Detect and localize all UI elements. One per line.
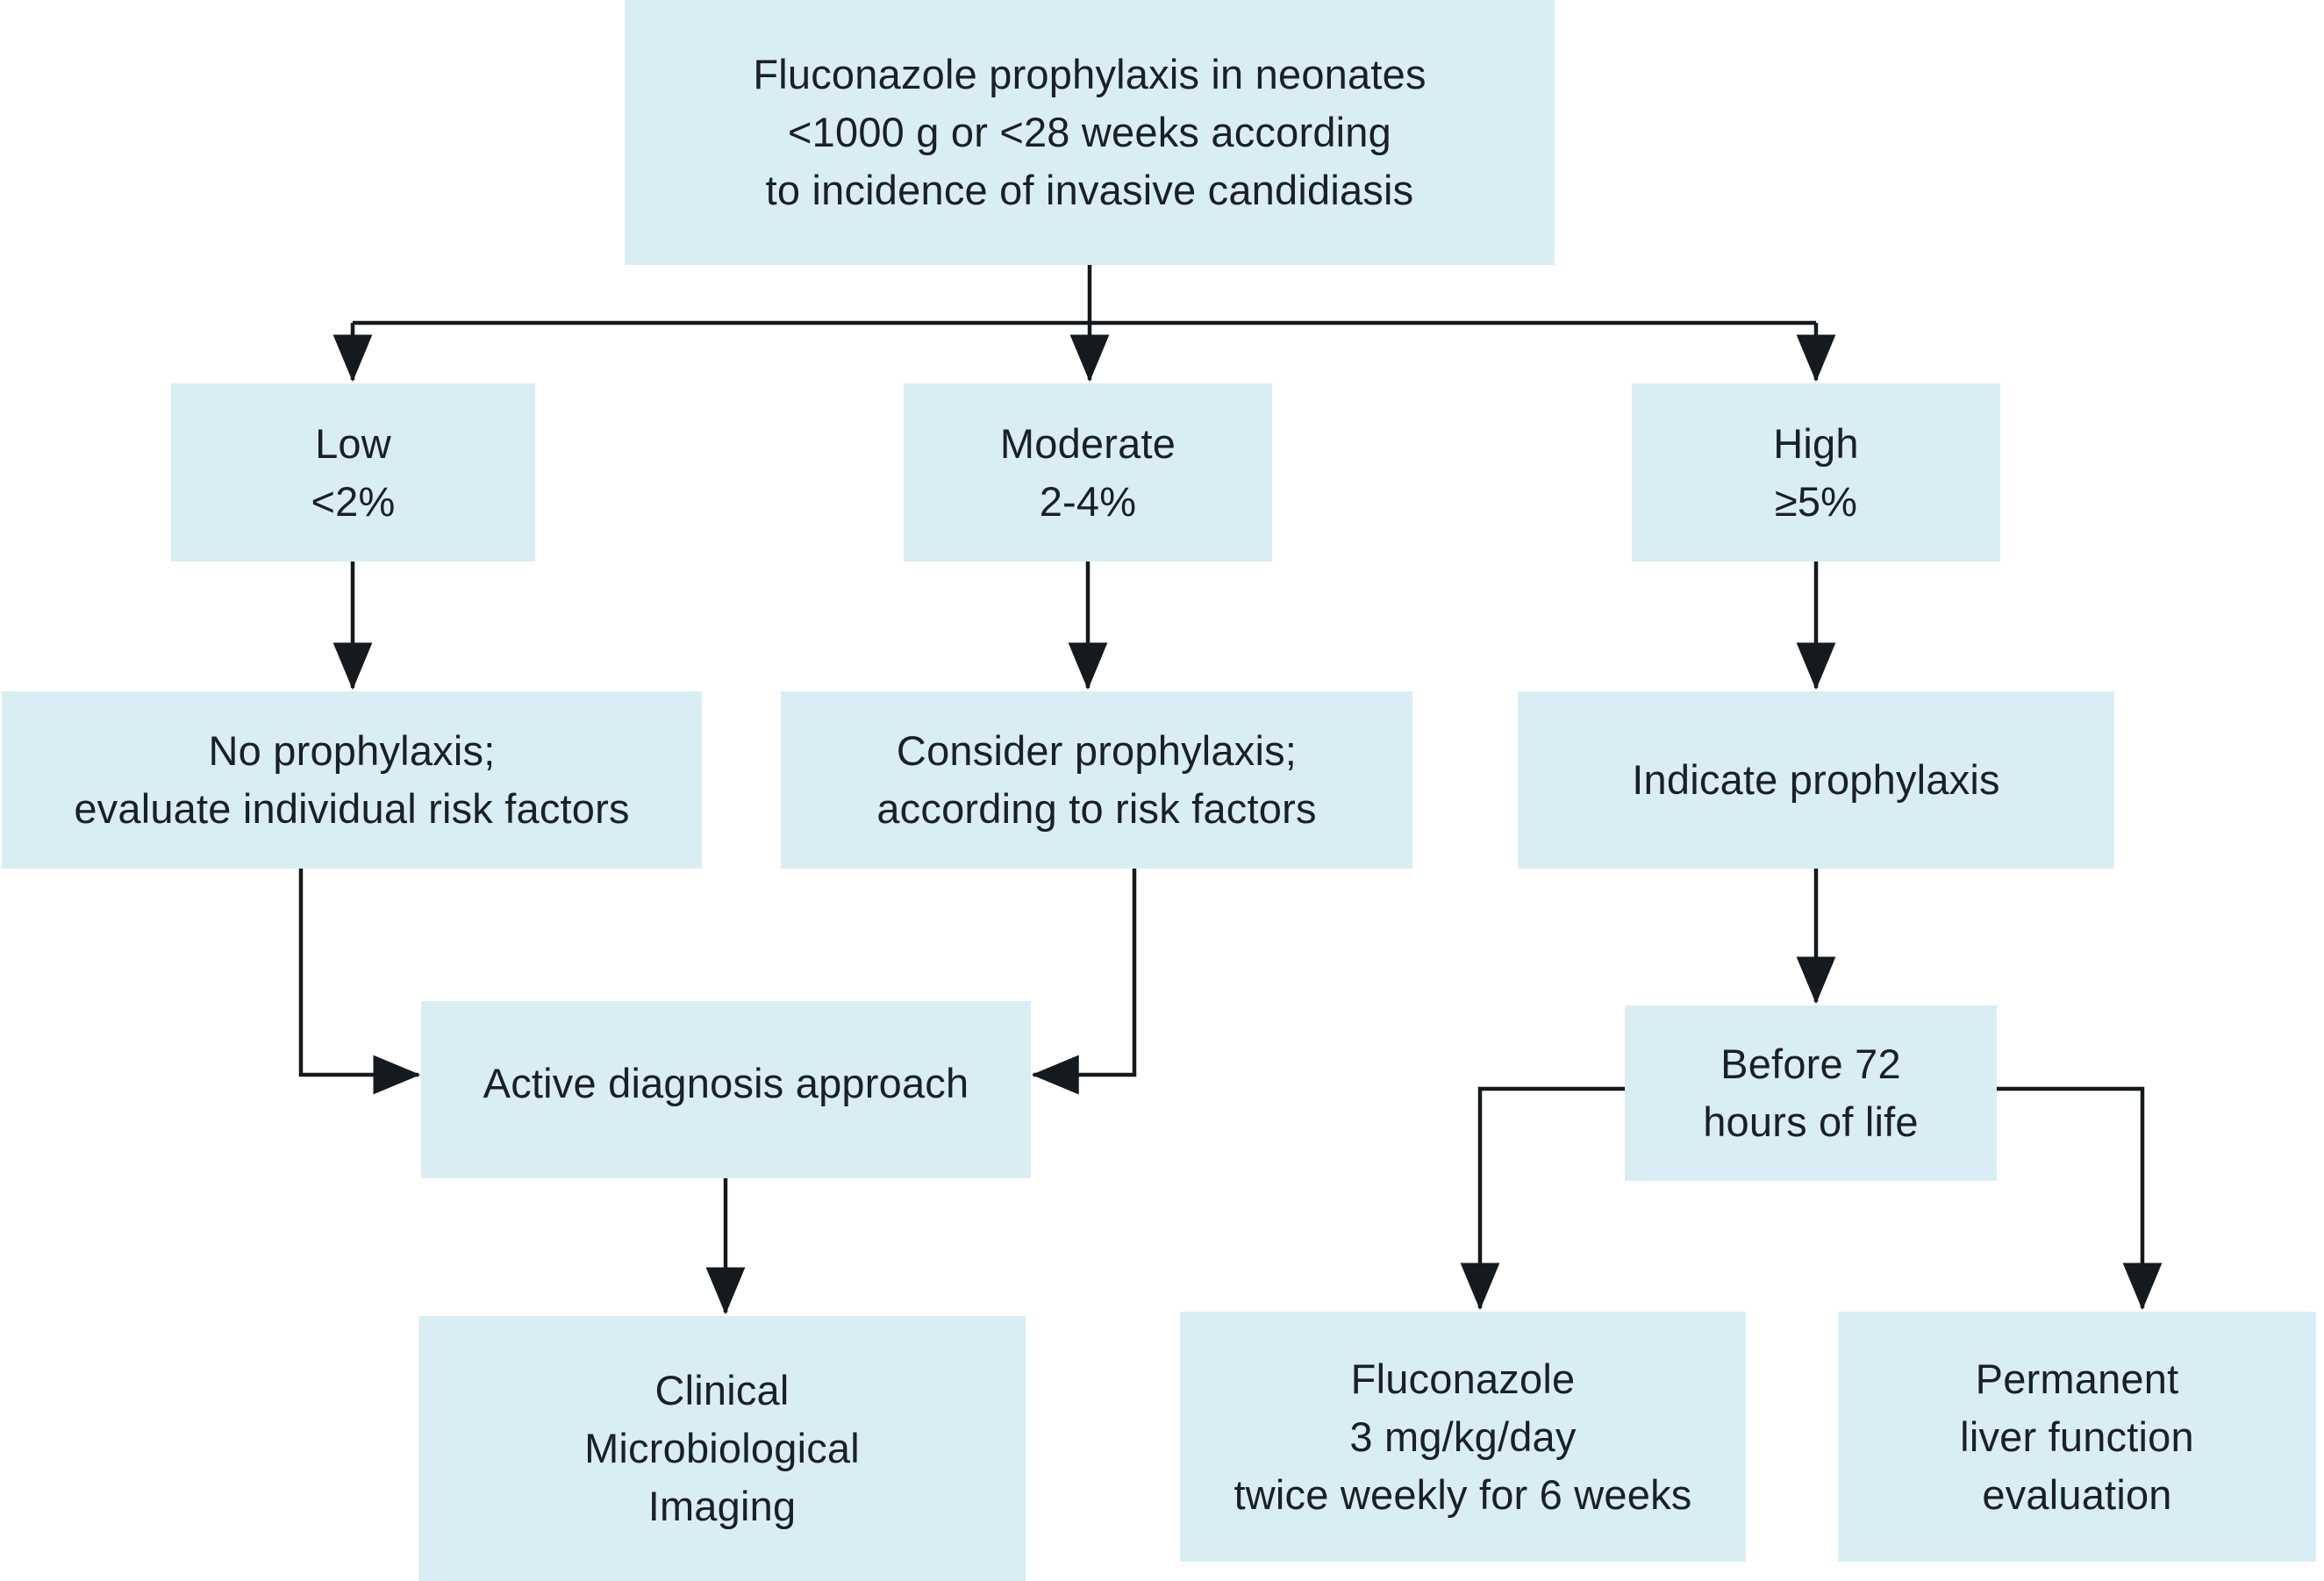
node-risk-low: Low <2% xyxy=(171,383,535,562)
node-title: Fluconazole prophylaxis in neonates <100… xyxy=(625,0,1555,265)
node-before-72-hours: Before 72 hours of life xyxy=(1625,1005,1997,1181)
node-liver-evaluation: Permanent liver function evaluation xyxy=(1838,1312,2316,1562)
node-active-diagnosis: Active diagnosis approach xyxy=(421,1001,1031,1178)
node-fluconazole-dosing: Fluconazole 3 mg/kg/day twice weekly for… xyxy=(1180,1312,1746,1562)
node-action-moderate: Consider prophylaxis; according to risk … xyxy=(781,691,1412,869)
node-action-low: No prophylaxis; evaluate individual risk… xyxy=(2,691,702,869)
node-action-high: Indicate prophylaxis xyxy=(1518,691,2114,869)
node-diagnosis-methods: Clinical Microbiological Imaging xyxy=(418,1316,1026,1581)
node-risk-moderate: Moderate 2-4% xyxy=(904,383,1272,562)
connector-timing-to-dosing xyxy=(1460,1086,1625,1311)
connector-noprophylaxis-to-active xyxy=(298,869,421,1095)
connector-timing-to-monitoring xyxy=(1997,1086,2163,1311)
connector-consider-to-active xyxy=(1031,869,1137,1095)
node-risk-high: High ≥5% xyxy=(1632,383,2000,562)
